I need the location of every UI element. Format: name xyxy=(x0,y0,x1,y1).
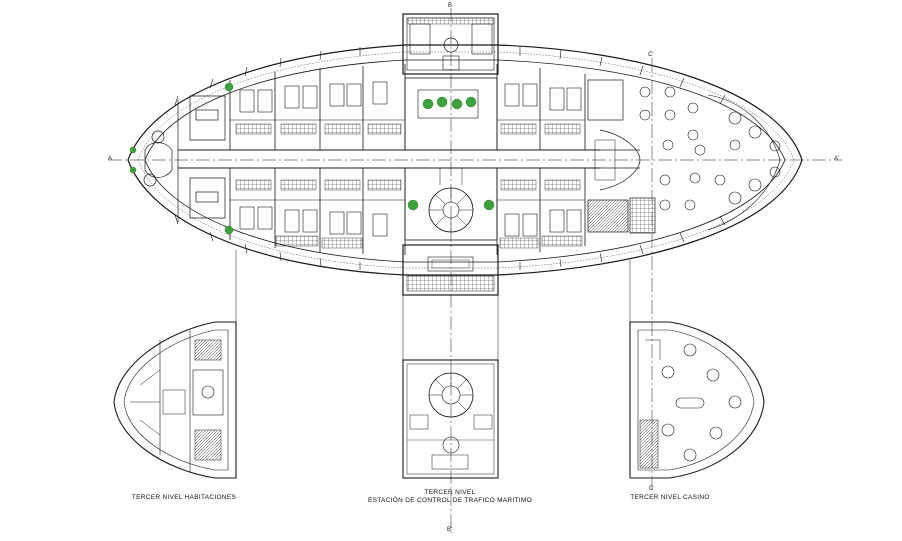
axis-label-b-top: B xyxy=(448,3,453,9)
caption-habitaciones: TERCER NIVEL HABITACIONES xyxy=(131,494,237,501)
stern-right-services xyxy=(585,79,656,234)
axis-label-b-bottom: B' xyxy=(447,527,453,533)
caption-estacion-line1: TERCER NIVEL xyxy=(424,489,476,496)
plan-habitaciones xyxy=(113,321,237,479)
plants xyxy=(129,82,495,235)
plan-estacion-control xyxy=(402,359,499,479)
caption-casino: TERCER NIVEL CASINO xyxy=(630,494,710,501)
central-tower-top xyxy=(402,13,499,75)
caption-estacion-line2: ESTACIÓN DE CONTROL DE TRAFICO MARITIMO xyxy=(368,497,532,504)
casino-tables-upper xyxy=(639,86,781,231)
axis-lines xyxy=(235,8,653,535)
axis-label-c-bottom: C xyxy=(649,486,654,492)
room-row-upper xyxy=(229,64,586,150)
axis-label-a-left: A xyxy=(108,156,113,162)
central-corridor xyxy=(108,149,842,169)
axis-label-a-right: A' xyxy=(834,156,840,162)
plan-casino xyxy=(629,321,765,479)
room-row-lower xyxy=(229,168,586,255)
central-tower-bottom xyxy=(402,244,499,296)
axis-label-c-top: C' xyxy=(648,52,654,58)
bow-left-area xyxy=(143,95,226,222)
